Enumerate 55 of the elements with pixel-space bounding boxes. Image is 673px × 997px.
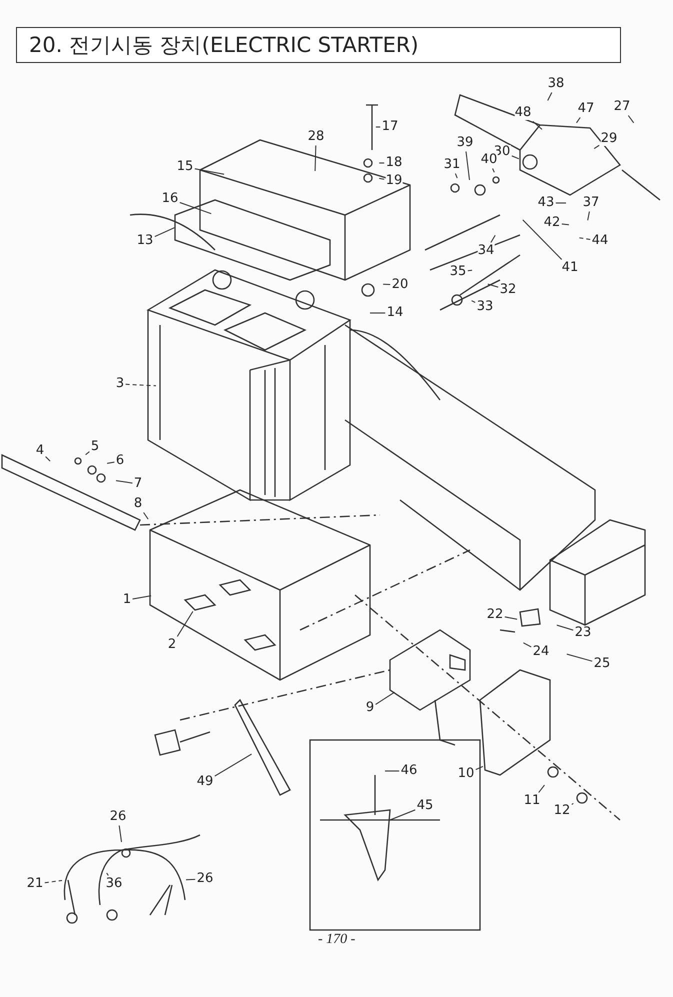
leader-line xyxy=(578,237,591,240)
leader-line xyxy=(106,872,109,876)
leader-line xyxy=(125,384,156,386)
leader-line xyxy=(314,145,316,172)
leader-line xyxy=(561,224,570,226)
leader-line xyxy=(179,202,212,214)
leader-line xyxy=(116,480,133,484)
leader-line xyxy=(44,880,62,884)
leader-line xyxy=(214,754,252,777)
leader-line xyxy=(370,312,386,314)
leader-line xyxy=(492,168,495,173)
page-number: - 170 - xyxy=(318,932,356,948)
leader-line xyxy=(143,512,149,520)
leader-line xyxy=(384,770,400,772)
leader-line xyxy=(576,117,581,124)
leader-line xyxy=(106,462,115,464)
leader-line xyxy=(587,211,590,221)
leader-line xyxy=(555,202,566,204)
leader-line xyxy=(532,120,542,130)
leader-line xyxy=(454,173,458,179)
leader-line xyxy=(382,284,391,285)
leader-line xyxy=(132,595,152,600)
leader-line xyxy=(388,809,416,821)
leader-line xyxy=(466,151,470,180)
callout-number: 29 xyxy=(600,132,618,146)
leader-line xyxy=(194,168,225,175)
leader-line xyxy=(85,451,90,456)
leader-line xyxy=(547,92,552,101)
leader-line xyxy=(522,219,562,260)
leader-line xyxy=(490,234,496,243)
leader-line xyxy=(566,654,593,662)
leader-line xyxy=(511,155,520,160)
leader-line xyxy=(186,878,196,880)
leader-line xyxy=(118,825,122,842)
leader-line xyxy=(378,162,385,164)
leader-line xyxy=(487,284,499,288)
leader-line xyxy=(504,616,518,620)
leader-line xyxy=(556,624,574,631)
leader-line xyxy=(475,766,484,770)
leader-line xyxy=(375,126,381,128)
leader-line xyxy=(467,270,473,272)
callout-number: 48 xyxy=(514,106,532,120)
leader-line xyxy=(176,610,194,637)
leader-line xyxy=(522,642,532,648)
callout-number: 19 xyxy=(386,174,402,188)
leader-line xyxy=(628,115,634,124)
leader-line xyxy=(378,178,385,180)
leader-line xyxy=(571,802,574,805)
leader-line xyxy=(471,300,476,303)
title: 20. 전기시동 장치(ELECTRIC STARTER) xyxy=(16,27,621,63)
leader-line xyxy=(538,784,545,793)
leader-line xyxy=(375,692,396,705)
leader-line xyxy=(594,144,600,150)
leader-line xyxy=(45,456,51,462)
leader-line xyxy=(154,227,175,238)
